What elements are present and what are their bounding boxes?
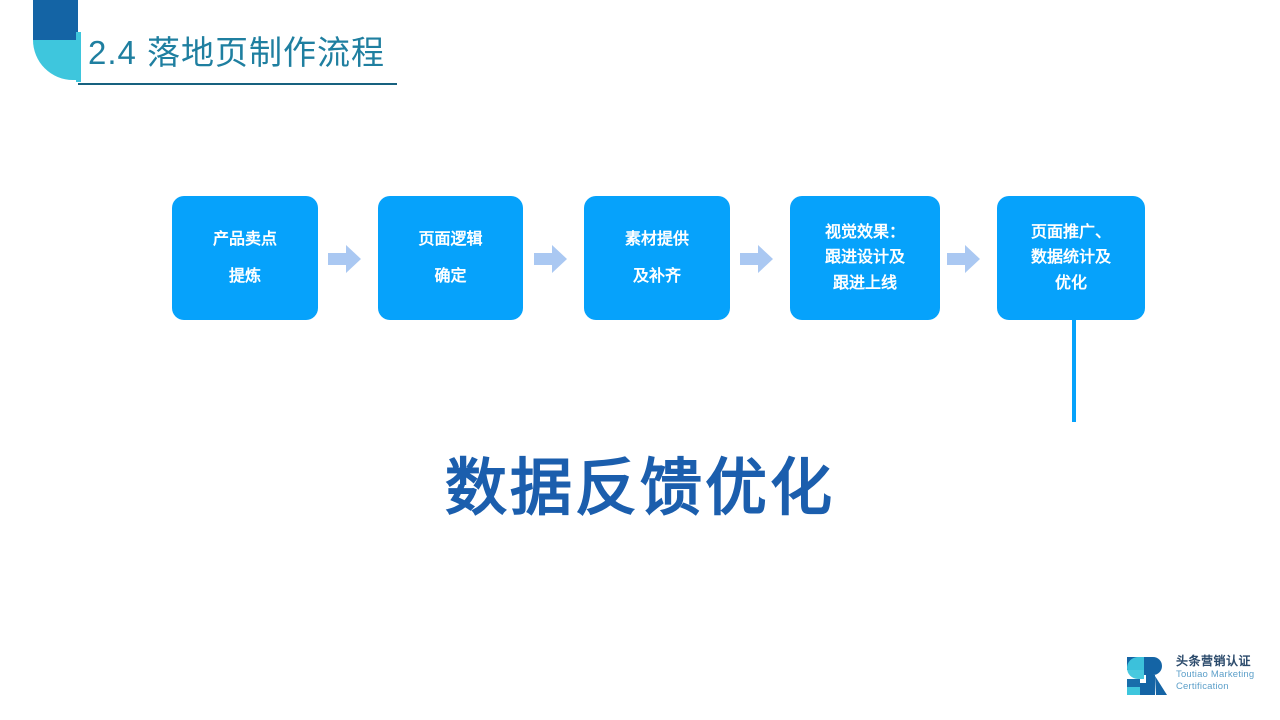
title-accent-bar [76, 32, 81, 82]
flow-step-4-line-2: 跟进设计及 [824, 249, 905, 267]
decoration-bottom-quarter-circle [33, 40, 78, 80]
flow-step-5-line-1: 页面推广、 [1030, 224, 1111, 242]
flow-step-4-line-1: 视觉效果： [824, 224, 905, 242]
flow-step-4[interactable]: 视觉效果： 跟进设计及 跟进上线 [790, 196, 940, 320]
brand-logo: 头条营销认证 Toutiao Marketing Certification [1126, 654, 1261, 700]
header-decoration [33, 0, 78, 80]
arrow-right-icon [740, 244, 774, 274]
arrow-right-icon [534, 244, 568, 274]
logo-name-en-line-1: Toutiao Marketing [1176, 669, 1255, 680]
logo-name-cn: 头条营销认证 [1176, 654, 1252, 668]
flow-step-5-line-2: 数据统计及 [1030, 249, 1111, 267]
flow-step-2-line-2: 确定 [434, 268, 467, 285]
flow-step-2[interactable]: 页面逻辑 确定 [378, 196, 523, 320]
flow-step-1[interactable]: 产品卖点 提炼 [172, 196, 318, 320]
flow-step-2-line-1: 页面逻辑 [418, 230, 483, 248]
title-underline [78, 83, 397, 85]
flow-step-5-line-3: 优化 [1054, 274, 1087, 292]
flow-step-3[interactable]: 素材提供 及补齐 [584, 196, 730, 320]
logo-wordmark: 头条营销认证 Toutiao Marketing Certification [1176, 654, 1266, 693]
page-title: 2.4 落地页制作流程 [88, 34, 386, 71]
flow-step-1-line-1: 产品卖点 [212, 230, 277, 248]
arrow-right-icon [328, 244, 362, 274]
logo-name-en-line-2: Certification [1176, 681, 1229, 692]
flow-step-5[interactable]: 页面推广、 数据统计及 优化 [997, 196, 1145, 320]
flow-step-4-line-3: 跟进上线 [832, 274, 897, 292]
headline-text: 数据反馈优化 [444, 454, 835, 523]
toutiao-marketing-certification-logo-icon [1126, 655, 1168, 697]
process-flow: 产品卖点 提炼 页面逻辑 确定 素材提供 及补齐 视觉效果： 跟进设计及 跟进上… [0, 196, 1280, 320]
flow-step-3-line-1: 素材提供 [624, 230, 689, 248]
flow-step-3-line-2: 及补齐 [632, 268, 681, 285]
arrow-right-icon [947, 244, 981, 274]
flow-step-1-line-2: 提炼 [228, 268, 261, 285]
decoration-top-block [33, 0, 78, 40]
feedback-loop-connector [150, 310, 1140, 440]
